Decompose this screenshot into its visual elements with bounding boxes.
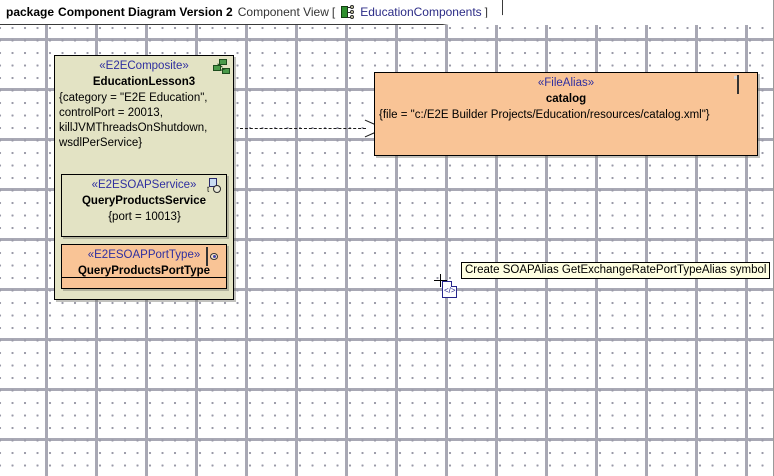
service-name: QueryProductsService xyxy=(62,192,226,208)
bracket-open: [ xyxy=(332,5,335,19)
filealias-name: catalog xyxy=(375,90,757,106)
component-query-products-service[interactable]: t «E2ESOAPService» QueryProductsService … xyxy=(61,174,227,237)
diagram-view-label: Component View xyxy=(238,5,329,19)
package-header-bar[interactable]: package Component Diagram Version 2 Comp… xyxy=(0,0,503,25)
package-keyword: package xyxy=(6,5,54,19)
component-network-icon xyxy=(339,5,354,19)
component-catalog-filealias[interactable]: «FileAlias» catalog {file = "c:/E2E Buil… xyxy=(374,72,758,156)
component-education-lesson3[interactable]: «E2EComposite» EducationLesson3 {categor… xyxy=(54,55,234,300)
porttype-stereotype: «E2ESOAPPortType» xyxy=(62,245,226,262)
filealias-stereotype: «FileAlias» xyxy=(375,73,757,90)
tooltip-create-soapalias: Create SOAPAlias GetExchangeRatePortType… xyxy=(461,262,770,279)
port-type-icon xyxy=(206,248,223,264)
crosshair-create-symbol-cursor: </> xyxy=(434,274,464,302)
dependency-arrow-composite-to-catalog[interactable] xyxy=(240,123,375,135)
diagram-canvas[interactable]: «E2EComposite» EducationLesson3 {categor… xyxy=(0,25,773,476)
service-properties: {port = 10013} xyxy=(62,208,226,227)
composite-cluster-icon xyxy=(213,59,230,75)
composite-stereotype: «E2EComposite» xyxy=(55,56,233,73)
diagram-tag-label: EducationComponents xyxy=(360,5,481,19)
package-name: Component Diagram Version 2 xyxy=(58,5,233,19)
service-stereotype: «E2ESOAPService» xyxy=(62,175,226,192)
composite-properties: {category = "E2E Education", controlPort… xyxy=(55,89,233,153)
composite-name: EducationLesson3 xyxy=(55,73,233,89)
dependency-dashed-line xyxy=(240,128,366,129)
file-window-icon xyxy=(737,76,754,92)
bracket-close: ] xyxy=(485,5,488,19)
component-query-products-porttype[interactable]: «E2ESOAPPortType» QueryProductsPortType xyxy=(61,244,227,289)
porttype-name: QueryProductsPortType xyxy=(62,262,226,278)
soap-service-icon: t xyxy=(206,178,223,194)
filealias-properties: {file = "c:/E2E Builder Projects/Educati… xyxy=(375,106,757,125)
porttype-compartment-separator xyxy=(62,277,226,278)
